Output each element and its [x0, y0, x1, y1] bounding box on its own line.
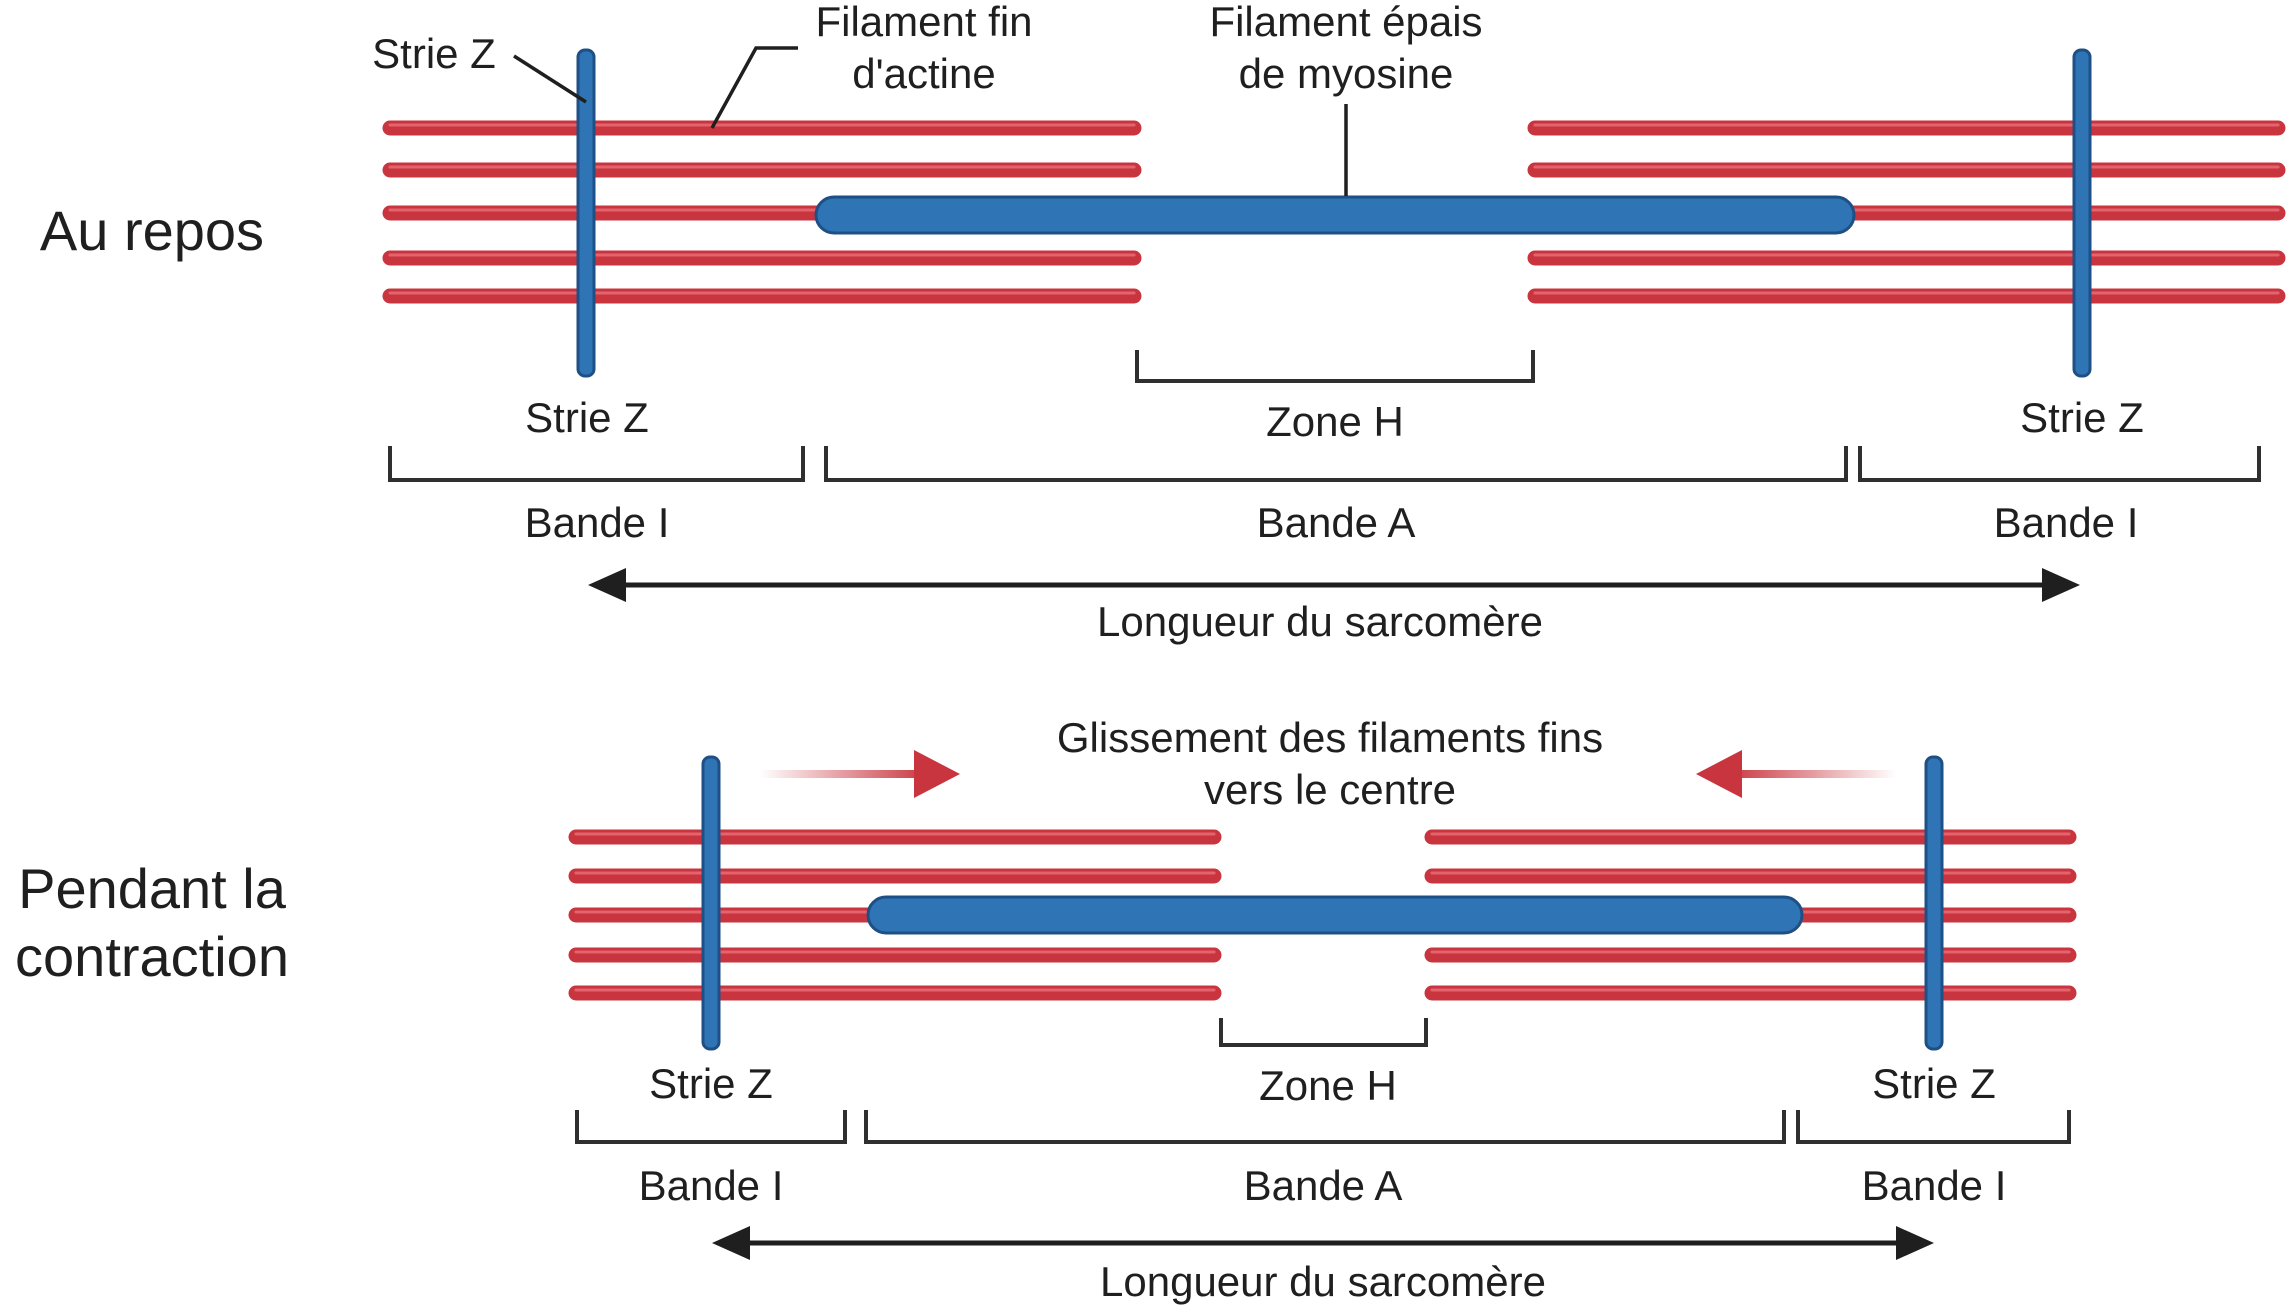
contraction-band-i-left-label: Bande I: [639, 1162, 784, 1209]
thin-filament: [382, 120, 1142, 136]
rest-z-line-left-label: Strie Z: [525, 394, 649, 441]
rest-z-line-left: [576, 48, 596, 378]
thin-filament: [1527, 288, 2286, 304]
rest-zone-h-bracket: [1135, 350, 1535, 383]
rest-state-label: Au repos: [40, 199, 264, 262]
callout-thick-filament-line1: Filament épais: [1209, 0, 1482, 45]
rest-band-i-left-label: Bande I: [525, 499, 670, 546]
contraction-band-a-label: Bande A: [1244, 1162, 1403, 1209]
contraction-z-line-right-label: Strie Z: [1872, 1060, 1996, 1107]
rest-sarcomere-length-label: Longueur du sarcomère: [1097, 598, 1543, 645]
callout-thin-filament-line1: Filament fin: [815, 0, 1032, 45]
callout-z-line-label: Strie Z: [372, 30, 496, 77]
rest-thin-filaments-left: [382, 120, 1142, 304]
thin-filament: [1527, 120, 2286, 136]
contraction-band-i-left-bracket: [575, 1110, 847, 1144]
contraction-zone-h-bracket: [1219, 1018, 1428, 1047]
contraction-z-line-right: [1924, 755, 1944, 1051]
thin-filament: [382, 250, 1142, 266]
thin-filament: [382, 162, 1142, 178]
thin-filament: [382, 288, 1142, 304]
rest-z-line-right: [2072, 48, 2092, 378]
rest-band-a-bracket: [824, 446, 1848, 482]
contraction-band-i-right-bracket: [1796, 1110, 2071, 1144]
contraction-zone-h-label: Zone H: [1259, 1062, 1397, 1109]
callout-thin-filament-leader: [710, 46, 798, 129]
contraction-thick-filament: [866, 895, 1804, 935]
thin-filament: [568, 868, 1222, 884]
contraction-state-label-line2: contraction: [15, 925, 289, 988]
thin-filament: [568, 985, 1222, 1001]
rest-thick-filament: [814, 195, 1856, 235]
sliding-caption-line2: vers le centre: [1204, 766, 1456, 813]
thin-filament: [1527, 162, 2286, 178]
rest-band-i-right-bracket: [1858, 446, 2261, 482]
callout-thick-filament-line2: de myosine: [1239, 50, 1454, 97]
contraction-panel: Pendant la contraction Glissement des fi…: [15, 714, 2077, 1305]
contraction-band-a-bracket: [864, 1110, 1786, 1144]
callout-thin-filament-line2: d'actine: [852, 50, 995, 97]
contraction-z-line-left: [701, 755, 721, 1051]
rest-band-a-label: Bande A: [1257, 499, 1416, 546]
sliding-arrow-left: [1696, 750, 1896, 798]
sliding-arrow-right: [760, 750, 960, 798]
thin-filament: [1424, 947, 2077, 963]
rest-panel: Au repos Strie Z Filament fin d'actine: [40, 0, 2286, 645]
thin-filament: [1424, 985, 2077, 1001]
contraction-z-line-left-label: Strie Z: [649, 1060, 773, 1107]
thin-filament: [1424, 829, 2077, 845]
thin-filament: [568, 829, 1222, 845]
rest-band-i-right-label: Bande I: [1994, 499, 2139, 546]
contraction-state-label-line1: Pendant la: [18, 857, 287, 920]
contraction-band-i-right-label: Bande I: [1862, 1162, 2007, 1209]
rest-band-i-left-bracket: [388, 446, 805, 482]
callout-z-line-leader: [513, 54, 587, 104]
thin-filament: [1527, 250, 2286, 266]
rest-thin-filaments-right: [1527, 120, 2286, 304]
sliding-caption-line1: Glissement des filaments fins: [1057, 714, 1603, 761]
contraction-sarcomere-length-label: Longueur du sarcomère: [1100, 1258, 1546, 1305]
rest-sarcomere-length-arrow: [588, 568, 2080, 602]
rest-zone-h-label: Zone H: [1266, 398, 1404, 445]
rest-z-line-right-label: Strie Z: [2020, 394, 2144, 441]
contraction-sarcomere-length-arrow: [712, 1226, 1934, 1260]
thin-filament: [568, 947, 1222, 963]
thin-filament: [1424, 868, 2077, 884]
